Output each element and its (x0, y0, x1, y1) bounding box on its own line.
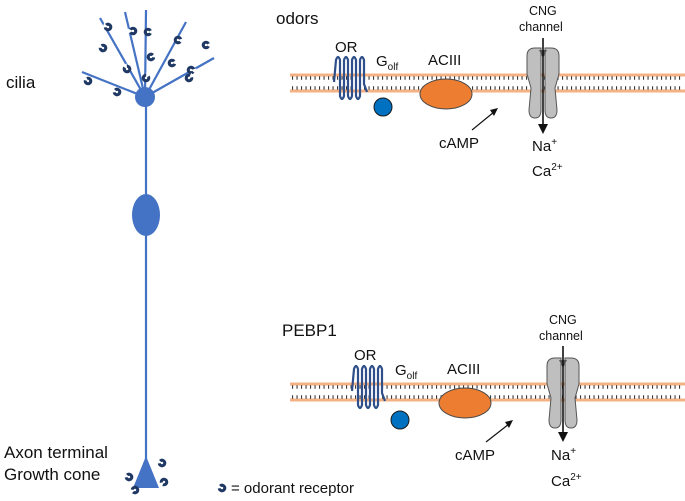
dendritic-knob (135, 87, 155, 107)
camp-arrowhead (490, 108, 498, 116)
golf-label: Golf (395, 362, 417, 382)
cell-body (132, 194, 160, 236)
signaling-panel-pebp1: PEBP1 OR Golf ACIII cAMP CNG channel Na+… (282, 313, 685, 490)
golf-protein (373, 97, 393, 117)
signaling-panel-odors: odors OR Golf ACIII cAMP CNG channel Na+… (276, 4, 685, 180)
axon-terminal-label: Axon terminal (4, 443, 108, 462)
camp-arrow (471, 111, 495, 131)
na-ion-label: Na+ (532, 137, 557, 155)
olfactory-neuron: cilia Axon terminal Growth cone (4, 9, 215, 496)
cilium-3 (123, 11, 147, 98)
camp-label: cAMP (455, 447, 495, 464)
odorant-receptor-icon (122, 471, 135, 483)
ion-flux-arrowhead (538, 124, 548, 134)
odorant-receptor-icon (157, 475, 171, 489)
axon-terminal-growth-cone (133, 456, 159, 488)
growth-cone-label: Growth cone (4, 465, 100, 484)
ion-flux-arrowhead (558, 432, 568, 442)
cng-label-line2: channel (519, 20, 563, 34)
stimulus-label: PEBP1 (282, 321, 337, 340)
ca-ion-label: Ca2+ (532, 162, 563, 180)
cell-membrane (288, 73, 685, 93)
odorant-receptor-icon (201, 40, 211, 50)
odorant-receptor-icon (145, 51, 158, 63)
camp-arrowhead (505, 420, 513, 428)
cng-label-line1: CNG (549, 313, 577, 327)
cilium-6 (144, 57, 215, 98)
odorant-receptor-icon (167, 57, 178, 68)
legend: = odorant receptor (215, 480, 354, 497)
golf-protein (390, 410, 410, 430)
camp-label: cAMP (439, 135, 479, 152)
cng-label-line1: CNG (529, 4, 557, 18)
camp-arrow (485, 423, 510, 443)
legend-text: = odorant receptor (231, 480, 354, 497)
cng-label-line2: channel (539, 329, 583, 343)
odorant-receptor-icon (143, 27, 153, 37)
cilium-1 (81, 70, 146, 99)
cilium-4 (143, 9, 148, 98)
cilia-label: cilia (6, 73, 36, 92)
na-ion-label: Na+ (551, 446, 576, 464)
odorant-receptor-legend-icon (215, 482, 228, 494)
aciii-enzyme (438, 387, 492, 419)
ca-ion-label: Ca2+ (551, 472, 582, 490)
aciii-label: ACIII (428, 52, 461, 69)
odorant-receptor-icon (155, 457, 168, 469)
or-label: OR (354, 347, 377, 364)
aciii-enzyme (419, 78, 473, 110)
cilium-5 (144, 21, 187, 98)
odorant-receptor-icon (96, 41, 109, 54)
golf-label: Golf (376, 53, 398, 73)
aciii-label: ACIII (447, 361, 480, 378)
or-label: OR (335, 39, 358, 56)
stimulus-label: odors (276, 9, 319, 28)
